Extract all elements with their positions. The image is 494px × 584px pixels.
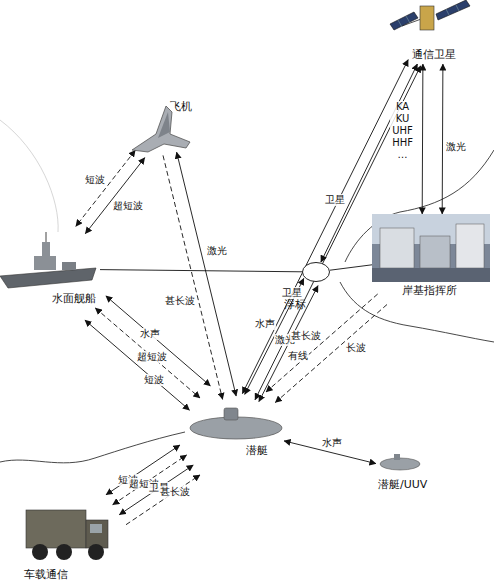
signal-link <box>76 150 136 226</box>
link-label: 水声 <box>139 328 161 340</box>
link-label: 有线 <box>287 350 309 362</box>
signal-link <box>126 475 200 525</box>
node-art <box>188 398 284 460</box>
signal-link <box>442 64 444 214</box>
link-label: 甚长波 <box>164 295 196 307</box>
surface-ship-icon: 水面舰船 <box>0 230 100 308</box>
signal-link <box>255 66 421 400</box>
coastline <box>0 432 185 463</box>
signal-link <box>177 152 237 396</box>
signal-link <box>275 305 387 403</box>
node-caption: 车载通信 <box>24 568 68 581</box>
uuv-icon: 潜艇/UUV <box>376 448 436 494</box>
link-label: 水声 <box>254 318 276 330</box>
satellite-icon: 通信卫星 <box>388 0 478 64</box>
command-post-photo: 岸基指挥所 <box>372 214 492 300</box>
node-caption: 飞机 <box>170 100 192 113</box>
link-label: 水声 <box>321 437 343 449</box>
link-label: 激光 <box>206 245 228 257</box>
signal-link <box>422 64 424 214</box>
vehicle-icon: 车载通信 <box>20 500 116 584</box>
link-label: 甚长波 <box>290 330 322 342</box>
signal-link <box>95 308 200 398</box>
signal-link <box>259 286 318 402</box>
node-caption: 潜艇/UUV <box>378 478 427 491</box>
node-art <box>302 262 330 282</box>
signal-link <box>163 155 223 399</box>
aircraft-icon: 飞机 <box>128 98 196 154</box>
buoy-ellipse: 浮标 <box>302 262 330 282</box>
link-label: 超短波 <box>112 200 144 212</box>
node-caption: 浮标 <box>284 298 306 311</box>
signal-link <box>106 296 211 386</box>
link-label: 激光 <box>445 141 467 153</box>
signal-link <box>85 158 145 234</box>
signal-link <box>330 265 372 270</box>
link-label: 短波 <box>143 374 165 386</box>
link-label: 长波 <box>345 342 367 354</box>
coastline <box>0 120 58 232</box>
node-caption: 通信卫星 <box>412 48 456 61</box>
node-caption: 水面舰船 <box>52 292 96 305</box>
link-label: 超短波 <box>136 351 168 363</box>
node-caption: 岸基指挥所 <box>402 284 457 297</box>
link-label: 甚长波 <box>159 486 191 498</box>
signal-link <box>119 465 193 515</box>
link-label: 卫星 <box>281 287 303 299</box>
submarine-icon: 潜艇 <box>188 398 284 460</box>
signal-link <box>85 320 190 410</box>
signal-link <box>100 270 302 272</box>
link-label: KA KU UHF HHF … <box>390 101 416 161</box>
link-label: 短波 <box>84 174 106 186</box>
node-caption: 潜艇 <box>246 444 268 457</box>
signal-link <box>266 294 378 392</box>
link-label: 卫星 <box>324 194 346 206</box>
coastline <box>340 282 494 342</box>
